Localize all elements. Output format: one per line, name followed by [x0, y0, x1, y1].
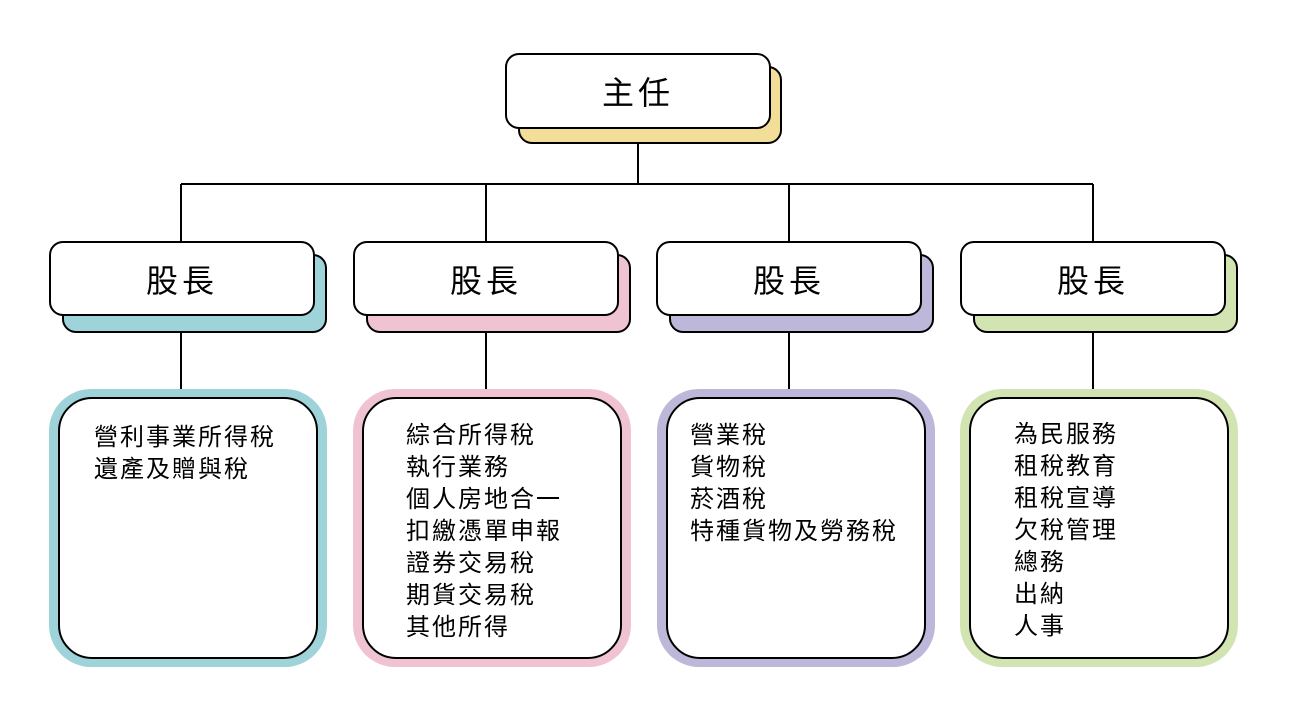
task-item: 扣繳憑單申報	[406, 517, 562, 545]
section-2-title: 股長	[449, 261, 522, 300]
section-4-box: 股長	[960, 241, 1226, 316]
section-1-box: 股長	[49, 241, 315, 316]
task-item: 欠稅管理	[1014, 516, 1118, 544]
section-3-task-list: 營業稅 貨物稅 菸酒稅 特種貨物及勞務稅	[690, 419, 898, 547]
section-2-task-box: 綜合所得稅 執行業務 個人房地合一 扣繳憑單申報 證券交易稅 期貨交易稅 其他所…	[362, 397, 622, 659]
task-item: 租稅教育	[1014, 452, 1118, 480]
task-item: 出納	[1014, 580, 1066, 608]
task-item: 人事	[1014, 612, 1066, 640]
task-item: 為民服務	[1014, 420, 1118, 448]
director-title: 主任	[601, 74, 674, 112]
section-2-task-list: 綜合所得稅 執行業務 個人房地合一 扣繳憑單申報 證券交易稅 期貨交易稅 其他所…	[406, 419, 562, 643]
task-item: 執行業務	[406, 453, 510, 481]
section-4-title: 股長	[1056, 261, 1129, 300]
task-item: 證券交易稅	[406, 549, 536, 577]
section-1-title: 股長	[145, 261, 218, 300]
task-item: 期貨交易稅	[406, 581, 536, 609]
task-item: 個人房地合一	[406, 485, 562, 513]
section-1-task-box: 營利事業所得稅 遺產及贈與稅	[58, 397, 318, 659]
director-box: 主任	[505, 53, 771, 129]
task-item: 遺產及贈與稅	[94, 455, 250, 483]
task-item: 綜合所得稅	[406, 421, 536, 449]
section-1-task-list: 營利事業所得稅 遺產及贈與稅	[94, 421, 276, 485]
section-4-task-box: 為民服務 租稅教育 租稅宣導 欠稅管理 總務 出納 人事	[969, 397, 1229, 659]
section-3-task-box: 營業稅 貨物稅 菸酒稅 特種貨物及勞務稅	[666, 397, 926, 659]
task-item: 其他所得	[406, 613, 510, 641]
section-3-box: 股長	[656, 241, 922, 316]
section-4-task-list: 為民服務 租稅教育 租稅宣導 欠稅管理 總務 出納 人事	[1014, 418, 1118, 642]
task-item: 租稅宣導	[1014, 484, 1118, 512]
task-item: 總務	[1014, 548, 1066, 576]
task-item: 貨物稅	[690, 453, 768, 481]
task-item: 營業稅	[690, 421, 768, 449]
task-item: 營利事業所得稅	[94, 423, 276, 451]
task-item: 菸酒稅	[690, 485, 768, 513]
section-2-box: 股長	[353, 241, 619, 316]
section-3-title: 股長	[752, 261, 825, 300]
task-item: 特種貨物及勞務稅	[690, 517, 898, 545]
